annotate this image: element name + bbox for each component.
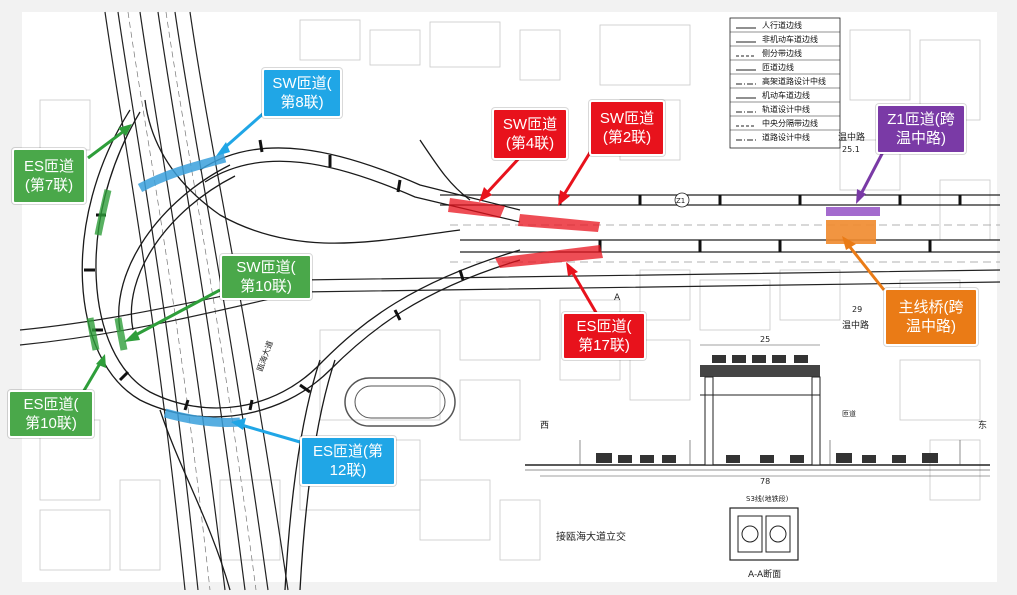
highlight-main-bridge [826,220,876,244]
highlight-sw10 [114,317,128,351]
ramp-lines [81,99,521,591]
highlight-es17 [495,245,603,268]
road-num-top: 25.1 [842,145,860,154]
callout-es7: ES匝道 (第7联) [12,148,86,204]
legend-item-8: 道路设计中线 [762,132,810,142]
legend-item-7: 中央分隔带边线 [762,118,818,128]
callout-sw8: SW匝道( 第8联) [262,68,342,118]
interchange-label: 接瓯海大道立交 [556,530,626,543]
highlight-es10 [86,317,100,351]
callout-es7-line2: (第7联) [24,177,74,194]
running-track-inner [354,385,446,419]
callout-es17: ES匝道( 第17联) [562,312,646,360]
legend-item-4: 高架道路设计中线 [762,76,826,86]
arrow-sw8 [221,110,266,152]
arrow-es7 [87,126,129,160]
highlight-z1 [826,207,880,216]
road-num-bottom: 29 [852,305,862,314]
cross-section: 25 78 西 东 匝道 [525,335,990,486]
callout-sw10-line1: SW匝道( [236,259,296,276]
s3-label: S3线(地铁段) [746,494,789,503]
legend-item-1: 非机动车道边线 [762,34,818,44]
arrow-main [844,241,886,291]
arrow-es17 [568,267,600,317]
callout-es17-line1: ES匝道( [576,318,632,335]
callout-sw4-line2: (第4联) [505,135,555,152]
callout-sw4: SW匝道 (第4联) [492,108,568,160]
running-track [344,377,456,427]
callout-es12-line2: 12联) [329,462,367,479]
callout-main-line2: 温中路) [906,318,956,335]
section-width-bottom: 78 [760,477,770,486]
section-ramp-label: 匝道 [842,409,856,418]
callout-z1-line2: 温中路) [896,130,946,147]
legend-item-0: 人行道边线 [762,20,802,30]
legend-item-6: 轨道设计中线 [762,104,810,114]
road-label-top: 温中路 [838,131,865,143]
callout-z1: Z1匝道(跨 温中路) [876,104,966,154]
road-circle-label: Z1 [676,197,685,205]
callout-z1-line1: Z1匝道(跨 [887,111,955,128]
section-east: 东 [978,419,987,431]
callout-sw2-line2: (第2联) [602,129,652,146]
s3-tunnel: S3线(地铁段) A-A断面 [729,494,799,580]
callout-es10-line2: 第10联) [25,415,77,432]
arrow-z1 [858,149,886,197]
legend-item-2: 侧分带边线 [762,48,802,58]
highlight-sw4 [448,198,505,218]
legend-table: 人行道边线 非机动车道边线 侧分带边线 匝道边线 高架道路设计中线 机动车道边线… [729,17,841,149]
callout-main-bridge: 主线桥(跨 温中路) [884,288,978,346]
callout-es7-line1: ES匝道 [23,158,74,175]
callout-es10: ES匝道( 第10联) [8,390,94,438]
road-label-bottom: 温中路 [842,319,869,331]
arrow-sw10 [129,288,221,340]
highlight-es7 [94,189,112,236]
arrow-sw4 [483,153,524,197]
callout-sw10-line2: 第10联) [240,278,292,295]
callout-sw2-line1: SW匝道 [599,110,655,127]
callout-sw2: SW匝道 (第2联) [589,100,665,156]
section-width-top: 25 [760,335,770,344]
callout-arrows [80,110,886,444]
arrow-sw2 [560,145,596,199]
callout-sw4-line1: SW匝道 [502,116,558,133]
callout-es12-line1: ES匝道(第 [312,443,383,460]
highlight-sw2 [518,214,600,232]
highlight-sw8 [137,153,227,192]
legend-item-5: 机动车道边线 [762,90,810,100]
callout-es10-line1: ES匝道( [23,396,79,413]
section-title: A-A断面 [748,568,781,580]
callout-sw8-line2: 第8联) [280,94,324,111]
callout-main-line1: 主线桥(跨 [898,299,964,316]
legend-item-3: 匝道边线 [762,62,794,72]
section-mark: A [614,293,621,303]
arrow-es10 [80,359,104,395]
drawing-paper [22,12,997,582]
ouhai-avenue-corridor [104,11,289,591]
section-west: 西 [540,420,549,431]
arrow-es12 [237,422,301,444]
callout-sw10: SW匝道( 第10联) [220,254,312,300]
callout-sw8-line1: SW匝道( [272,75,332,92]
callout-es12: ES匝道(第 12联) [300,436,396,486]
callout-es17-line2: 第17联) [578,337,630,354]
